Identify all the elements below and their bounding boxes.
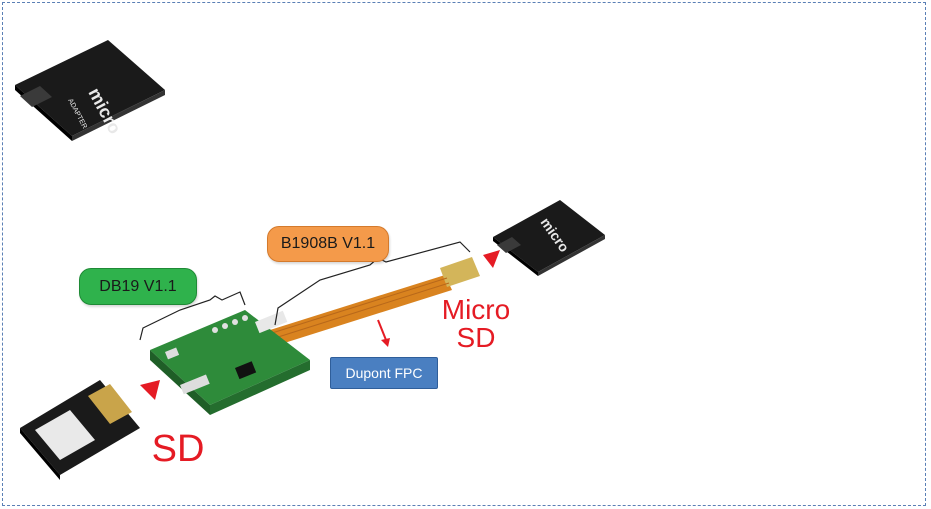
db19-pcb-board xyxy=(150,310,310,415)
sd-card xyxy=(20,380,140,480)
sd-insert-arrow-icon xyxy=(140,380,160,400)
microsd-adapter-card-top: micro ADAPTER xyxy=(15,40,165,141)
dupont-fpc-label: Dupont FPC xyxy=(330,357,438,389)
micro-sd-label-line1: Micro xyxy=(441,294,511,325)
fpc-pointer-arrow-icon xyxy=(381,338,390,347)
b1908b-label: B1908B V1.1 xyxy=(267,226,389,262)
fpc-cable xyxy=(270,257,480,345)
fpc-pointer-line xyxy=(377,319,387,341)
microsd-adapter-card-right: micro xyxy=(493,200,605,276)
microsd-insert-arrow-icon xyxy=(483,250,500,268)
micro-sd-label-line2: SD xyxy=(456,322,496,353)
sd-label: SD xyxy=(151,428,205,470)
micro-sd-label: Micro SD xyxy=(436,296,516,352)
db19-label: DB19 V1.1 xyxy=(79,268,197,305)
db19-bracket xyxy=(139,291,246,341)
